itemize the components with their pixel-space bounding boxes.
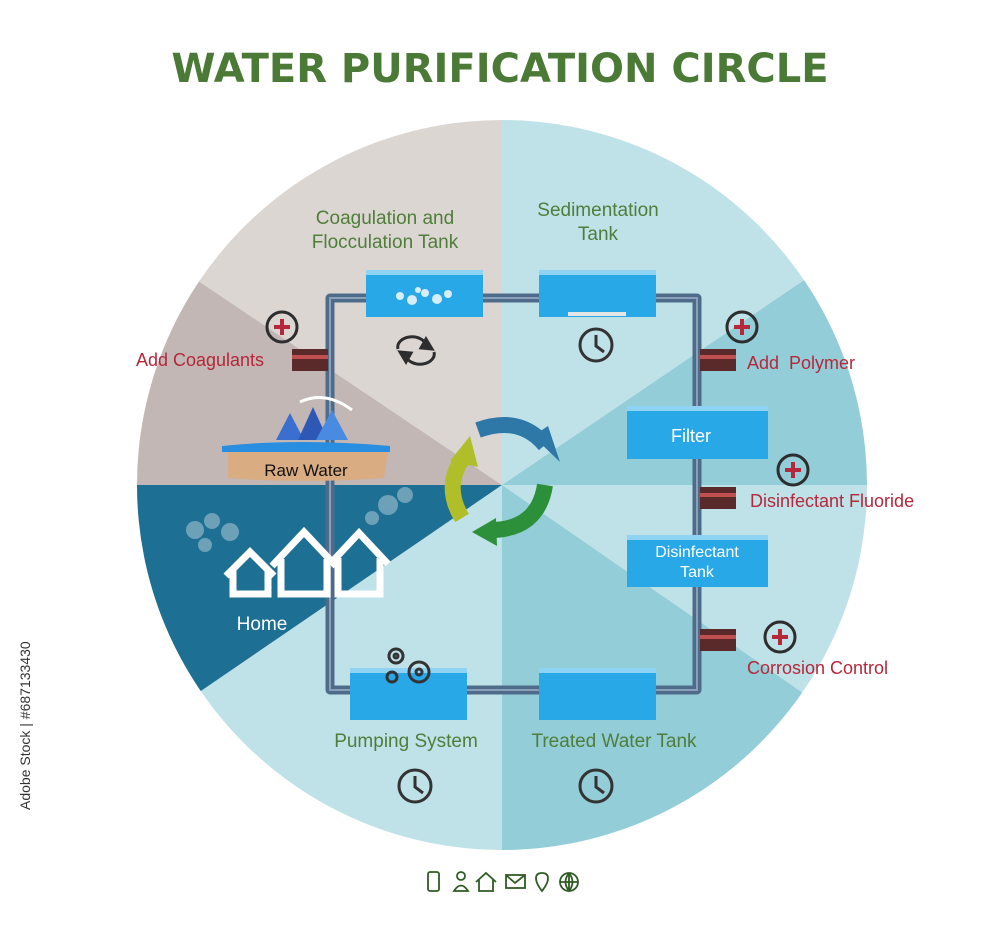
clock-icon <box>578 327 614 363</box>
raw-water-label: Raw Water <box>264 461 348 480</box>
pumping-label: Pumping System <box>334 731 478 752</box>
injection-stubs <box>292 349 736 651</box>
filter-label: Filter <box>671 426 711 446</box>
home-icon <box>223 526 391 598</box>
person-icon <box>456 871 466 881</box>
coagulation-tank <box>366 270 483 317</box>
add-polymer-plus-icon <box>725 310 759 344</box>
footer-icons <box>427 871 579 893</box>
stock-id-text: Adobe Stock | #687133430 <box>17 641 33 810</box>
filter-tank <box>627 406 768 459</box>
treated-water-label: Treated Water Tank <box>531 731 697 752</box>
add-coagulants-plus-icon <box>265 310 299 344</box>
corrosion-plus-icon <box>763 620 797 654</box>
disinfectant-tank <box>627 535 768 587</box>
corrosion-control-label: Corrosion Control <box>747 658 888 678</box>
fluoride-plus-icon <box>776 453 810 487</box>
clock-icon <box>397 768 433 804</box>
phone-icon <box>427 871 440 892</box>
recycle-arrows <box>444 417 560 546</box>
gears-icon <box>385 647 431 684</box>
disinfectant-fluoride-label: Disinfectant Fluoride <box>750 491 914 511</box>
clock-icon <box>578 768 614 804</box>
treated-water-tank <box>539 668 656 720</box>
steam-bubbles <box>186 487 413 552</box>
home-icon <box>475 871 497 892</box>
cycle-arrows-icon <box>396 335 436 366</box>
add-polymer-label: Add Polymer <box>747 353 855 373</box>
add-coagulants-label: Add Coagulants <box>136 350 264 370</box>
raw-water-illustration <box>222 396 390 481</box>
page-title: WATER PURIFICATION CIRCLE <box>171 46 828 92</box>
sedimentation-tank <box>539 270 656 317</box>
location-pin-icon <box>535 872 549 893</box>
mail-icon <box>505 874 526 889</box>
home-label: Home <box>237 614 288 635</box>
